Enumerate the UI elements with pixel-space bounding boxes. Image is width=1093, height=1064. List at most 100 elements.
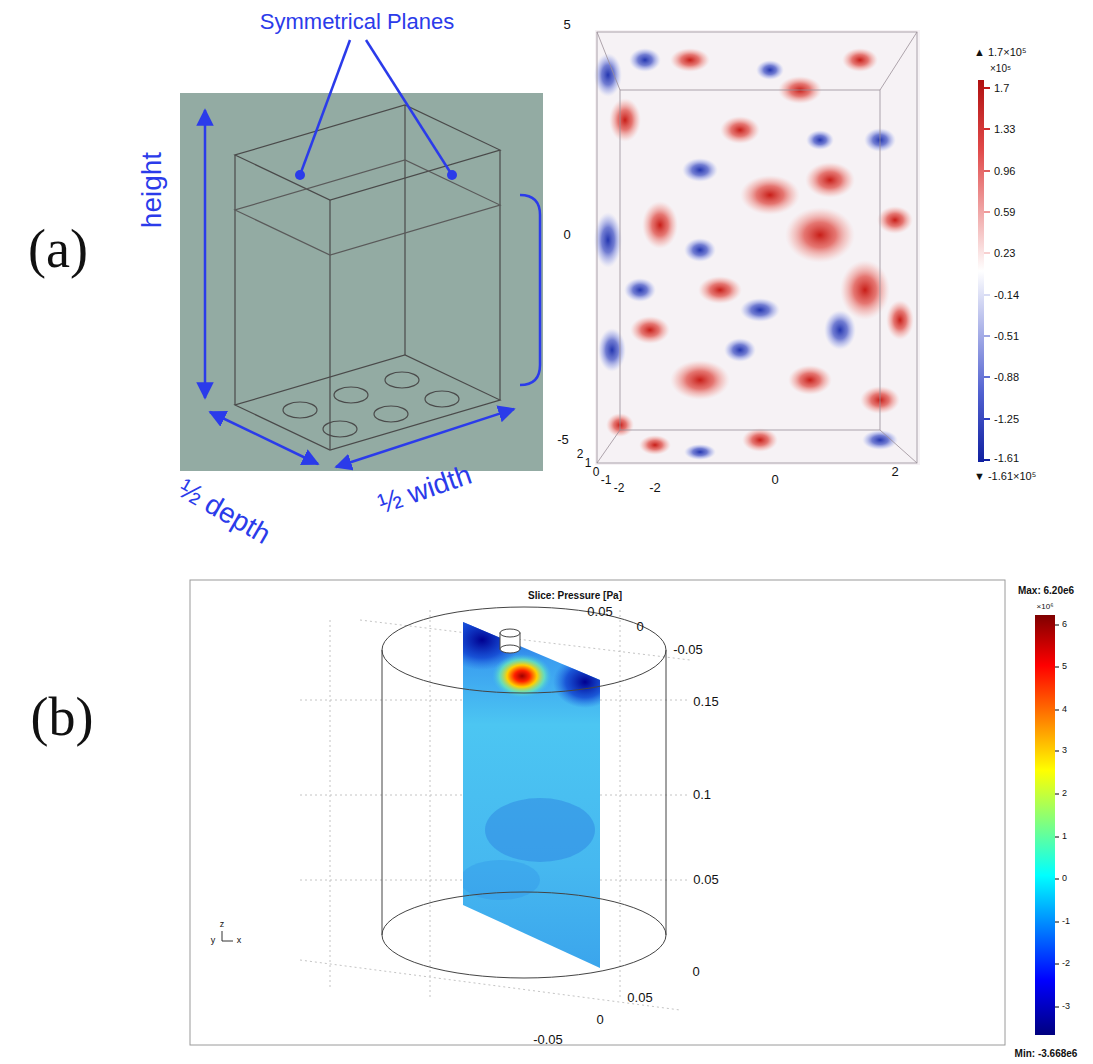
ellipse-shape: [788, 365, 832, 395]
ellipse-shape: [740, 298, 780, 322]
tank-schematic: [180, 40, 543, 471]
line-shape: [666, 650, 667, 935]
ellipse-shape: [684, 238, 716, 262]
ellipse-shape: [840, 260, 890, 320]
panel-label: (a): [28, 220, 88, 279]
g-shape: [606, 48, 914, 455]
line-shape: [880, 32, 917, 90]
line-shape: [984, 128, 990, 130]
dimension-label: ½ depth: [172, 473, 275, 550]
colorbar-tick: -1.25: [994, 413, 1019, 425]
rect-shape: [595, 30, 920, 465]
axis-tick: -1: [601, 474, 612, 487]
line-shape: [984, 87, 990, 89]
panel-label: (b): [31, 688, 94, 747]
ellipse-shape: [594, 212, 622, 268]
axis-tick: 0.15: [693, 695, 718, 709]
g-shape: [1055, 625, 1059, 1007]
axis-tick: 5: [563, 18, 570, 32]
line-shape: [984, 418, 990, 420]
line-shape: [222, 931, 223, 941]
line-shape: [330, 620, 331, 990]
line-shape: [204, 110, 207, 398]
line-shape: [1055, 667, 1059, 668]
colorbar-tick: 1.33: [994, 123, 1015, 135]
ellipse-shape: [824, 310, 856, 350]
colorbar-tick: 6: [1062, 620, 1067, 630]
colorbar-unit: ×10⁶: [1037, 603, 1054, 612]
colorbar-tick: -3: [1062, 1002, 1070, 1012]
g-shape: [235, 105, 500, 450]
circle-shape: [447, 170, 457, 180]
line-shape: [1055, 794, 1059, 795]
ellipse-shape: [785, 207, 855, 263]
colorbar-unit: ×10⁵: [990, 63, 1011, 74]
ellipse-shape: [684, 444, 716, 460]
rect-shape: [978, 80, 984, 462]
ellipse-shape: [598, 328, 626, 372]
colorbar-tick: 0.23: [994, 247, 1015, 259]
g-shape: [442, 610, 617, 973]
dimension-label: ½ width: [374, 460, 475, 521]
axis-tick: 0: [596, 1013, 603, 1027]
line-shape: [1055, 922, 1059, 923]
ellipse-shape: [639, 435, 671, 455]
line-shape: [300, 960, 680, 1010]
line-shape: [620, 610, 621, 1000]
ellipse-shape: [724, 338, 756, 362]
rect-shape: [460, 618, 605, 973]
colorbar-min: ▼ -1.61×10⁵: [974, 470, 1036, 482]
colorbar-tick: -1: [1062, 917, 1070, 927]
colorbar-tick: 4: [1062, 705, 1067, 715]
line-shape: [880, 430, 917, 463]
axis-tick: 0.05: [693, 873, 718, 887]
ellipse-shape: [682, 158, 718, 182]
ellipse-shape: [374, 406, 408, 422]
colorbar-tick: -0.51: [994, 330, 1019, 342]
line-shape: [222, 941, 233, 942]
ellipse-shape: [385, 372, 419, 388]
colorbar-tick: -1.61: [994, 452, 1019, 464]
g-shape: [382, 607, 666, 978]
ellipse-shape: [742, 428, 778, 452]
g-shape: [300, 610, 690, 1010]
ellipse-shape: [842, 48, 878, 72]
axis-tick: 0: [593, 466, 600, 479]
line-shape: [1055, 625, 1059, 626]
ellipse-shape: [382, 892, 666, 978]
line-shape: [1055, 1007, 1059, 1008]
ellipse-shape: [382, 607, 666, 693]
rect-shape: [180, 93, 543, 471]
g-shape: [500, 629, 520, 653]
g-shape: [594, 48, 898, 460]
ellipse-shape: [425, 391, 459, 407]
callout-label: Symmetrical Planes: [260, 10, 454, 34]
ellipse-shape: [720, 116, 760, 144]
line-shape: [984, 252, 990, 254]
line-shape: [1055, 837, 1059, 838]
rect-shape: [190, 580, 1005, 1045]
line-shape: [234, 155, 235, 405]
colorbar-tick: -0.14: [994, 289, 1019, 301]
axis-tick: -2: [614, 482, 625, 495]
axis-triad-label: z: [220, 920, 225, 930]
ellipse-shape: [805, 162, 855, 198]
ellipse-shape: [642, 201, 678, 249]
ellipse-shape: [283, 402, 317, 418]
ellipse-shape: [492, 654, 552, 698]
line-shape: [210, 412, 318, 464]
line-shape: [597, 430, 620, 463]
axis-tick: -5: [557, 433, 569, 447]
dimension-label: height: [137, 152, 168, 228]
line-shape: [382, 650, 383, 935]
line-shape: [499, 150, 500, 400]
line-shape: [430, 610, 431, 1000]
line-shape: [1055, 879, 1059, 880]
axis-tick: 0: [692, 965, 699, 979]
axis-tick: 0.1: [693, 788, 711, 802]
colorbar-tick: -0.88: [994, 371, 1019, 383]
axis-tick: -0.05: [533, 1033, 563, 1047]
g-shape: [205, 40, 540, 467]
